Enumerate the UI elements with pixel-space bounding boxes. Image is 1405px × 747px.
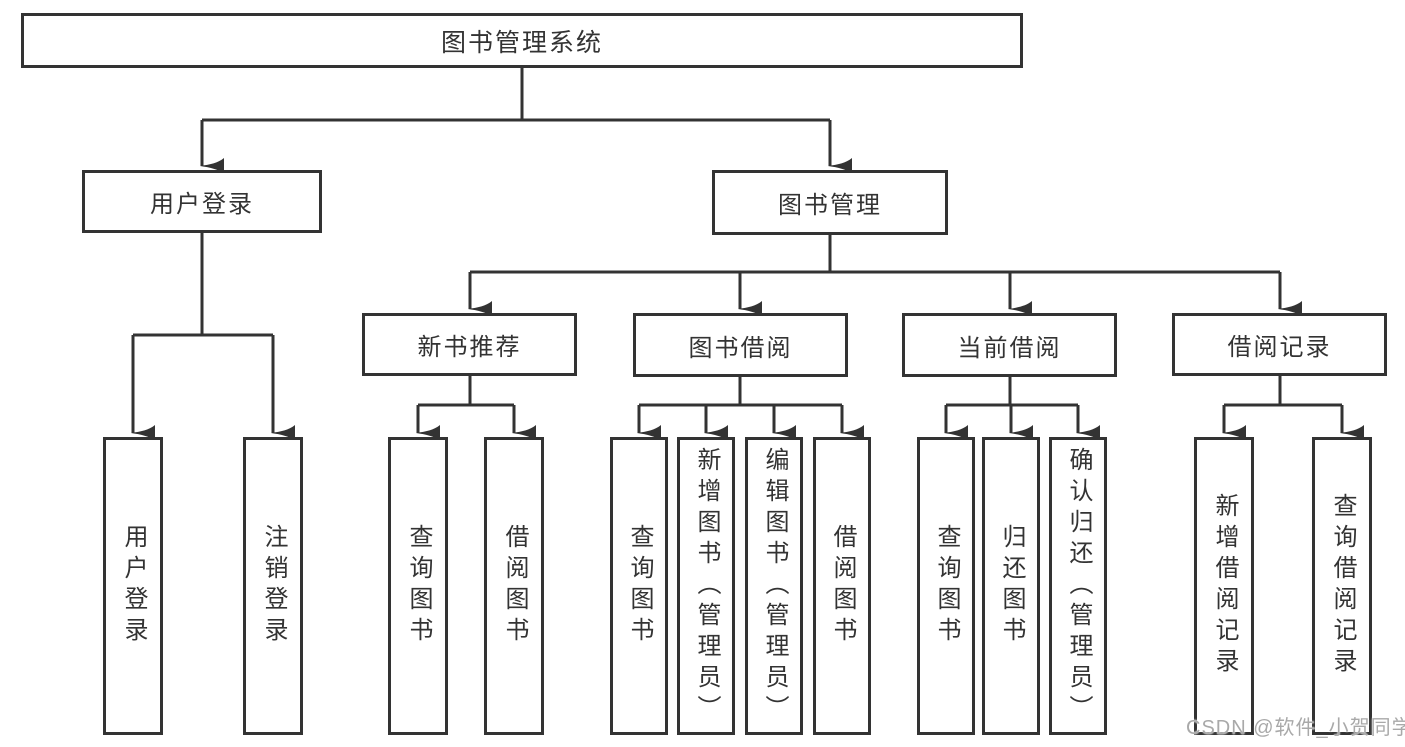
leaf-logout: 注销登录 [243,437,303,735]
leaf-current-confirm-admin-label: 确认归还（管理员） [1065,446,1092,726]
leaf-borrow-add-admin: 新增图书（管理员） [677,437,735,735]
node-borrow-records-label: 借阅记录 [1227,334,1332,361]
node-user-login: 用户登录 [82,170,322,233]
leaf-records-query-label: 查询借阅记录 [1329,493,1356,679]
leaf-newbooks-borrow-label: 借阅图书 [501,524,528,648]
connector-arrows [131,120,1364,441]
leaf-borrow-book-label: 借阅图书 [829,524,856,648]
leaf-records-add: 新增借阅记录 [1194,437,1254,735]
leaf-newbooks-borrow: 借阅图书 [484,437,544,735]
node-user-login-label: 用户登录 [150,191,254,218]
leaf-borrow-add-admin-label: 新增图书（管理员） [693,446,720,726]
leaf-borrow-query: 查询图书 [610,437,668,735]
node-book-borrow-label: 图书借阅 [688,334,793,362]
leaf-borrow-book: 借阅图书 [813,437,871,735]
leaf-borrow-query-label: 查询图书 [626,524,653,648]
leaf-logout-label: 注销登录 [260,524,287,648]
leaf-records-add-label: 新增借阅记录 [1211,493,1238,679]
csdn-watermark: CSDN @软件_小贺同学 [1186,717,1405,739]
node-borrow-records: 借阅记录 [1172,313,1387,376]
node-book-borrow: 图书借阅 [633,313,848,377]
leaf-borrow-edit-admin-label: 编辑图书（管理员） [761,446,788,726]
leaf-user-login: 用户登录 [103,437,163,735]
node-root: 图书管理系统 [21,13,1023,68]
leaf-current-return: 归还图书 [982,437,1040,735]
leaf-current-query: 查询图书 [917,437,975,735]
leaf-current-return-label: 归还图书 [998,524,1025,648]
leaf-user-login-label: 用户登录 [120,524,147,648]
leaf-newbooks-query-label: 查询图书 [405,524,432,648]
leaf-current-query-label: 查询图书 [933,524,960,648]
node-current-borrow-label: 当前借阅 [957,334,1062,362]
node-book-mgmt-label: 图书管理 [778,192,882,219]
node-root-label: 图书管理系统 [440,28,603,57]
leaf-newbooks-query: 查询图书 [388,437,448,735]
leaf-current-confirm-admin: 确认归还（管理员） [1049,437,1107,735]
node-book-mgmt: 图书管理 [712,170,948,235]
node-new-books: 新书推荐 [362,313,577,376]
connector-trunks [133,68,1342,407]
leaf-borrow-edit-admin: 编辑图书（管理员） [745,437,803,735]
node-new-books-label: 新书推荐 [417,334,522,361]
node-current-borrow: 当前借阅 [902,313,1117,377]
leaf-records-query: 查询借阅记录 [1312,437,1372,735]
